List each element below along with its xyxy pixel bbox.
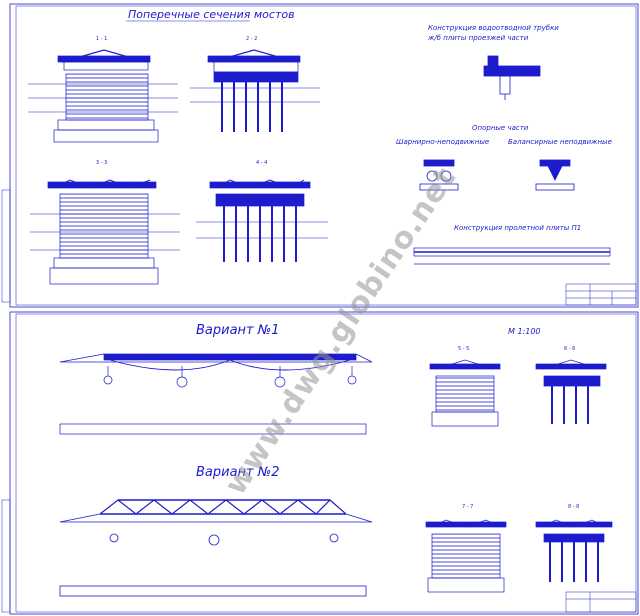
section-1-1 xyxy=(28,49,178,143)
sheet-2-frame xyxy=(9,311,639,615)
sheet-2-inner-frame xyxy=(15,313,637,613)
section-6-6-label: 6 - 6 xyxy=(564,346,575,352)
section-8-8-label: 8 - 8 xyxy=(568,504,579,510)
sheet-2-side-stamp xyxy=(1,499,11,613)
section-1-1-label: 1 - 1 xyxy=(96,36,107,42)
bearing-fixed-label: Шарнирно-неподвижные xyxy=(396,138,489,146)
variant-1-title: Вариант №1 xyxy=(196,323,280,338)
section-5-5-label: 5 - 5 xyxy=(458,346,469,352)
slab-drawing xyxy=(413,247,611,265)
sheet-1-frame xyxy=(9,3,639,308)
section-2-2-label: 2 - 2 xyxy=(246,36,257,42)
drainage-title-line2: ж/б плиты проезжей части xyxy=(427,34,529,42)
sheet-1-title: Поперечные сечения мостов xyxy=(128,8,295,21)
scale-label: М 1:100 xyxy=(508,327,541,336)
section-4-4 xyxy=(196,179,328,262)
variant-1-elevation xyxy=(59,353,373,435)
section-3-3 xyxy=(30,179,180,285)
section-7-7-label: 7 - 7 xyxy=(462,504,473,510)
sheet-2 xyxy=(1,311,639,615)
bearings-title: Опорные части xyxy=(472,124,529,132)
section-5-5 xyxy=(429,359,501,427)
sheet-1-side-stamp xyxy=(1,189,11,303)
section-6-6 xyxy=(535,359,607,424)
section-2-2 xyxy=(190,49,320,132)
bearing-movable-drawing xyxy=(535,159,575,191)
section-4-4-label: 4 - 4 xyxy=(256,160,267,166)
drainage-title-line1: Конструкция водоотводной трубки xyxy=(428,24,559,32)
variant-2-elevation xyxy=(59,499,373,597)
section-3-3-label: 3 - 3 xyxy=(96,160,107,166)
bearing-movable-label: Балансирные неподвижные xyxy=(508,138,612,146)
sheet-1 xyxy=(1,3,639,308)
section-8-8 xyxy=(535,519,613,582)
variant-2-title: Вариант №2 xyxy=(196,465,280,480)
sheet-2-title-block xyxy=(565,591,637,613)
sheet-1-inner-frame xyxy=(15,5,637,306)
bearing-fixed-drawing xyxy=(419,159,459,191)
drainage-detail xyxy=(483,55,541,100)
section-7-7 xyxy=(425,519,507,593)
slab-title: Конструкция пролетной плиты П1 xyxy=(454,224,581,232)
sheet-1-title-block xyxy=(565,283,637,306)
